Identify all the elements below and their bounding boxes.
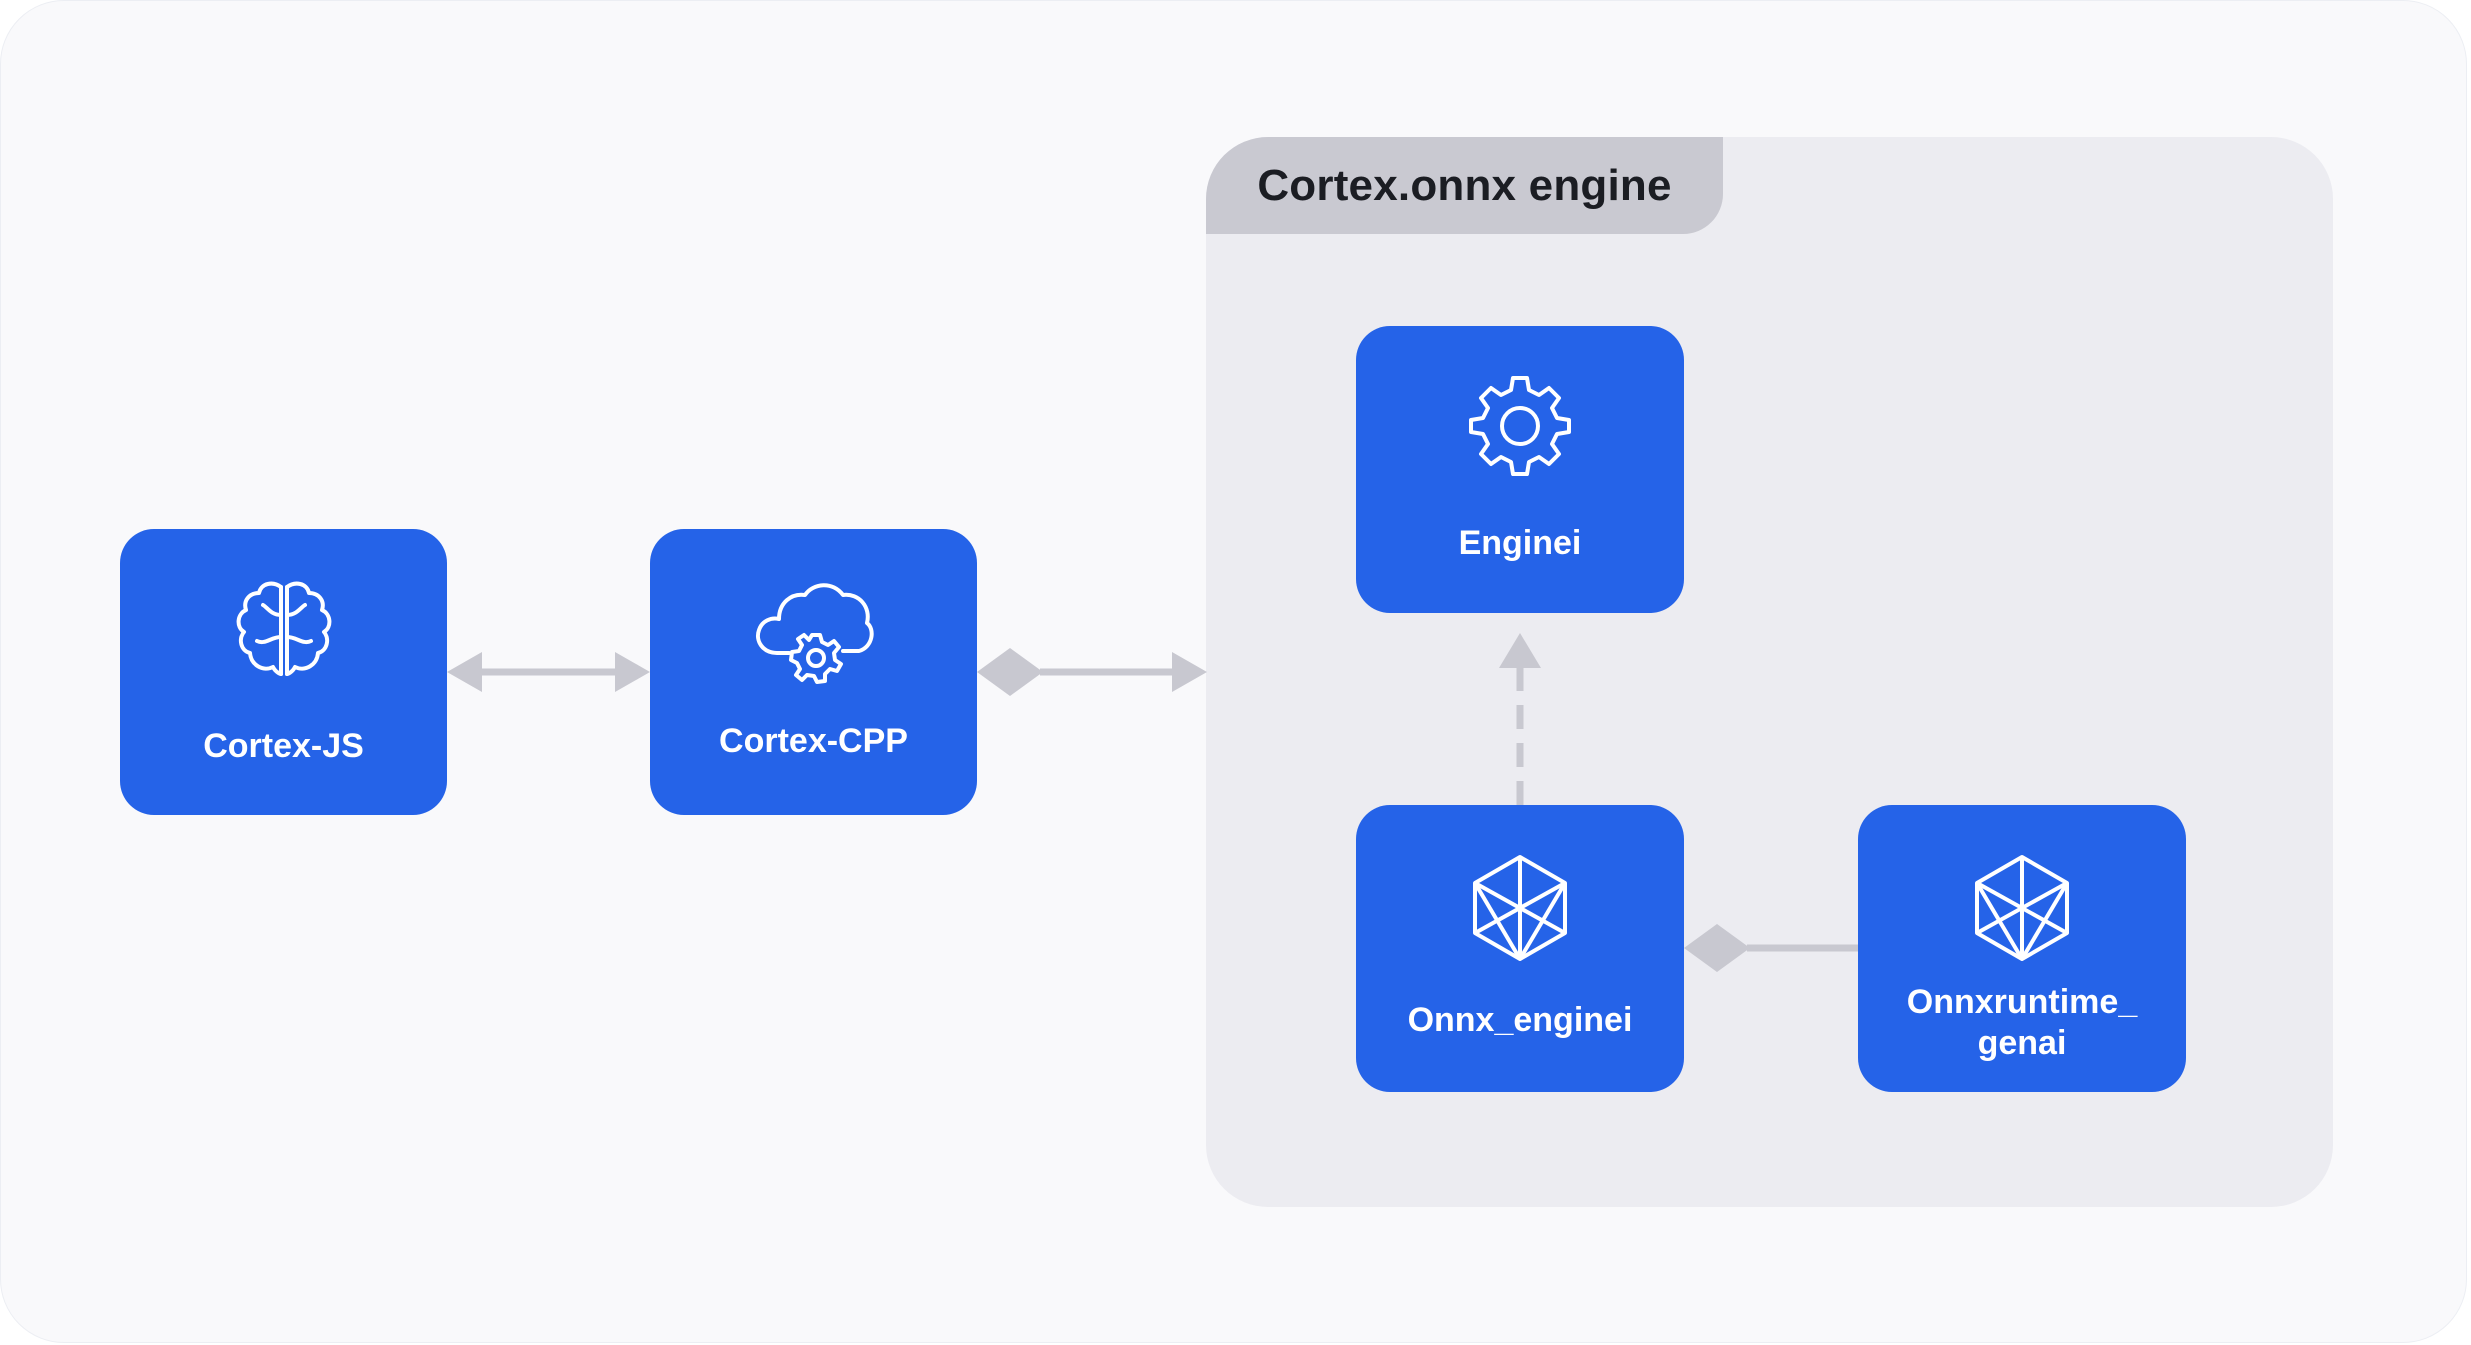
node-onnx-enginei[interactable]: Onnx_enginei — [1356, 805, 1684, 1092]
node-cortex-js[interactable]: Cortex-JS — [120, 529, 447, 815]
node-label: Enginei — [1458, 524, 1582, 562]
group-title: Cortex.onnx engine — [1257, 160, 1672, 210]
gear-icon — [1469, 376, 1571, 476]
group-header-tab: Cortex.onnx engine — [1206, 137, 1723, 234]
node-label: Cortex-JS — [203, 727, 364, 765]
node-enginei[interactable]: Enginei — [1356, 326, 1684, 613]
node-label: Onnx_enginei — [1407, 1001, 1633, 1039]
node-label-line-2: genai — [1977, 1024, 2067, 1062]
node-onnxruntime-genai[interactable]: Onnxruntime_ genai — [1858, 805, 2186, 1092]
cloud-gear-icon — [755, 583, 874, 684]
onnx-icon — [1975, 855, 2069, 961]
onnx-icon — [1473, 855, 1567, 961]
node-label-line-1: Onnxruntime_ — [1906, 983, 2138, 1021]
node-cortex-cpp[interactable]: Cortex-CPP — [650, 529, 977, 815]
node-label: Cortex-CPP — [719, 722, 908, 760]
brain-icon — [236, 581, 331, 676]
